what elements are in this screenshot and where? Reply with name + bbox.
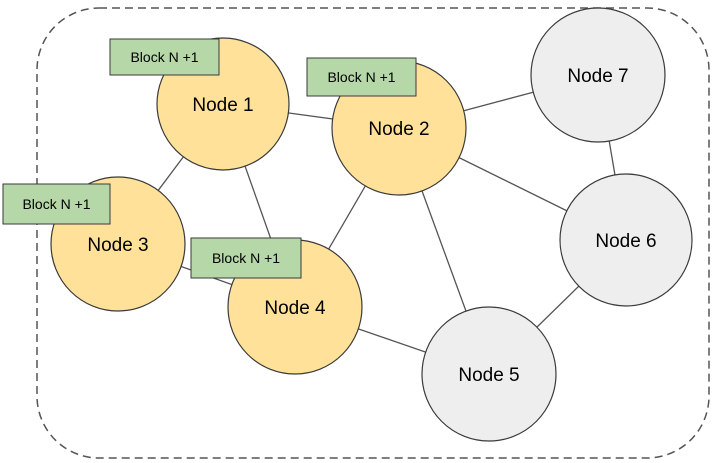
node-circle (421, 306, 557, 442)
node-n6: Node 6 (559, 173, 693, 307)
block-badge-label: Block N +1 (130, 49, 198, 65)
node-n5: Node 5 (421, 306, 557, 442)
node-label: Node 6 (595, 231, 656, 252)
block-badge-box (109, 38, 220, 76)
block-badge-box (190, 237, 302, 279)
node-n7: Node 7 (530, 7, 666, 143)
node-label: Node 1 (192, 95, 253, 116)
node-label: Node 5 (458, 365, 519, 386)
block-badge-n2: Block N +1 (306, 57, 417, 97)
block-badge-n4: Block N +1 (190, 237, 302, 279)
block-badge-label: Block N +1 (327, 69, 395, 85)
node-label: Node 4 (264, 298, 326, 319)
badges-layer: Block N +1 Block N +1 Block N +1 Block N +1 (2, 38, 417, 279)
block-badge-box (2, 183, 111, 225)
node-label: Node 2 (368, 119, 429, 140)
node-label: Node 7 (567, 66, 628, 87)
network-boundary (36, 7, 710, 459)
node-label: Node 3 (87, 235, 148, 256)
node-circle (530, 7, 666, 143)
block-badge-label: Block N +1 (212, 250, 280, 266)
block-badge-n1: Block N +1 (109, 38, 220, 76)
block-badge-box (306, 57, 417, 97)
node-circle (559, 173, 693, 307)
block-badge-n3: Block N +1 (2, 183, 111, 225)
block-badge-label: Block N +1 (22, 196, 90, 212)
